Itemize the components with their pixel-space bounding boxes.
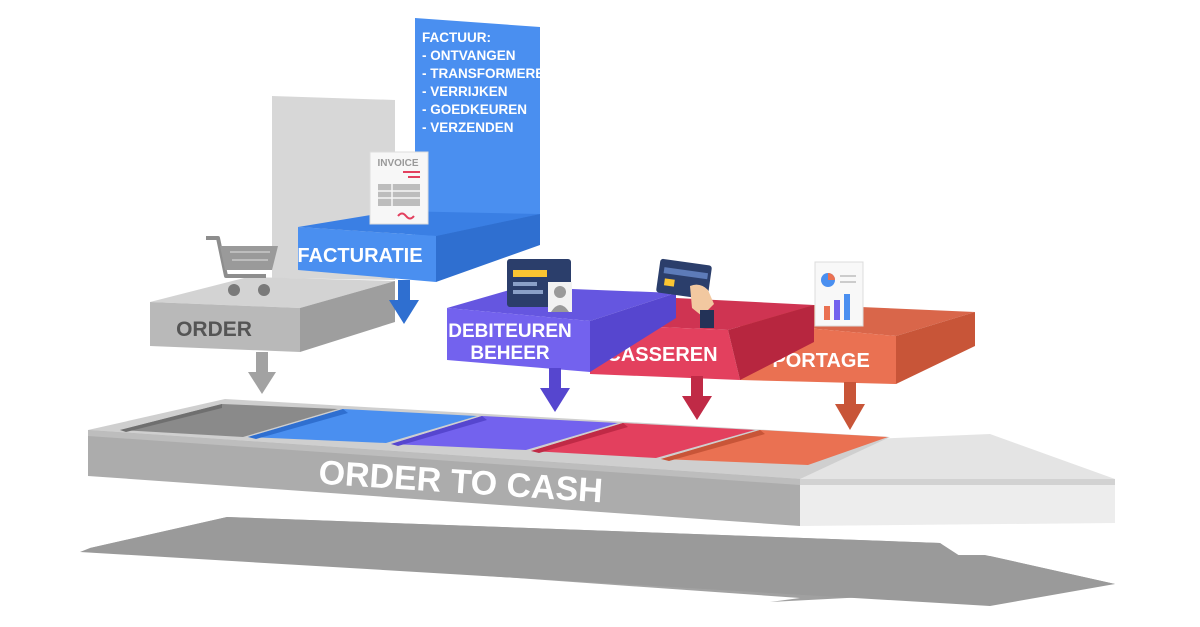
id-card-icon xyxy=(507,259,572,312)
order-down-arrow xyxy=(248,352,276,394)
main-bar-arrow-head xyxy=(800,434,1115,526)
rapportage-down-arrow xyxy=(835,382,865,430)
stage-label-debiteuren-line2: BEHEER xyxy=(470,343,549,364)
invoice-doc-label: INVOICE xyxy=(377,158,418,169)
factuur-note-panel xyxy=(415,18,540,242)
factuur-note-item: - VERZENDEN xyxy=(422,120,514,135)
report-icon xyxy=(814,261,864,327)
factuur-note-item: - ONTVANGEN xyxy=(422,48,516,63)
slot-facturatie xyxy=(248,409,477,443)
credit-card-hand-icon xyxy=(656,258,714,328)
factuur-note-item: - VERRIJKEN xyxy=(422,84,508,99)
slot-rapportage xyxy=(661,430,888,465)
factuur-note-heading: FACTUUR: xyxy=(422,30,491,45)
main-bar-front xyxy=(88,430,800,526)
debiteuren-down-arrow xyxy=(540,368,570,412)
slot-debiteuren xyxy=(391,416,618,450)
factuur-note-item: - TRANSFORMEREN xyxy=(422,66,554,81)
stage-label-order: ORDER xyxy=(176,318,252,341)
factuur-note-item: - GOEDKEUREN xyxy=(422,102,527,117)
slot-incasseren xyxy=(531,423,755,458)
slot-order xyxy=(120,404,338,437)
incasseren-down-arrow xyxy=(682,376,712,420)
facturatie-down-arrow xyxy=(389,280,419,324)
shopping-cart-icon xyxy=(206,236,278,296)
stage-label-debiteuren-line1: DEBITEUREN xyxy=(448,321,572,342)
invoice-icon: INVOICE xyxy=(369,151,429,225)
stage-label-facturatie: FACTURATIE xyxy=(297,245,422,267)
